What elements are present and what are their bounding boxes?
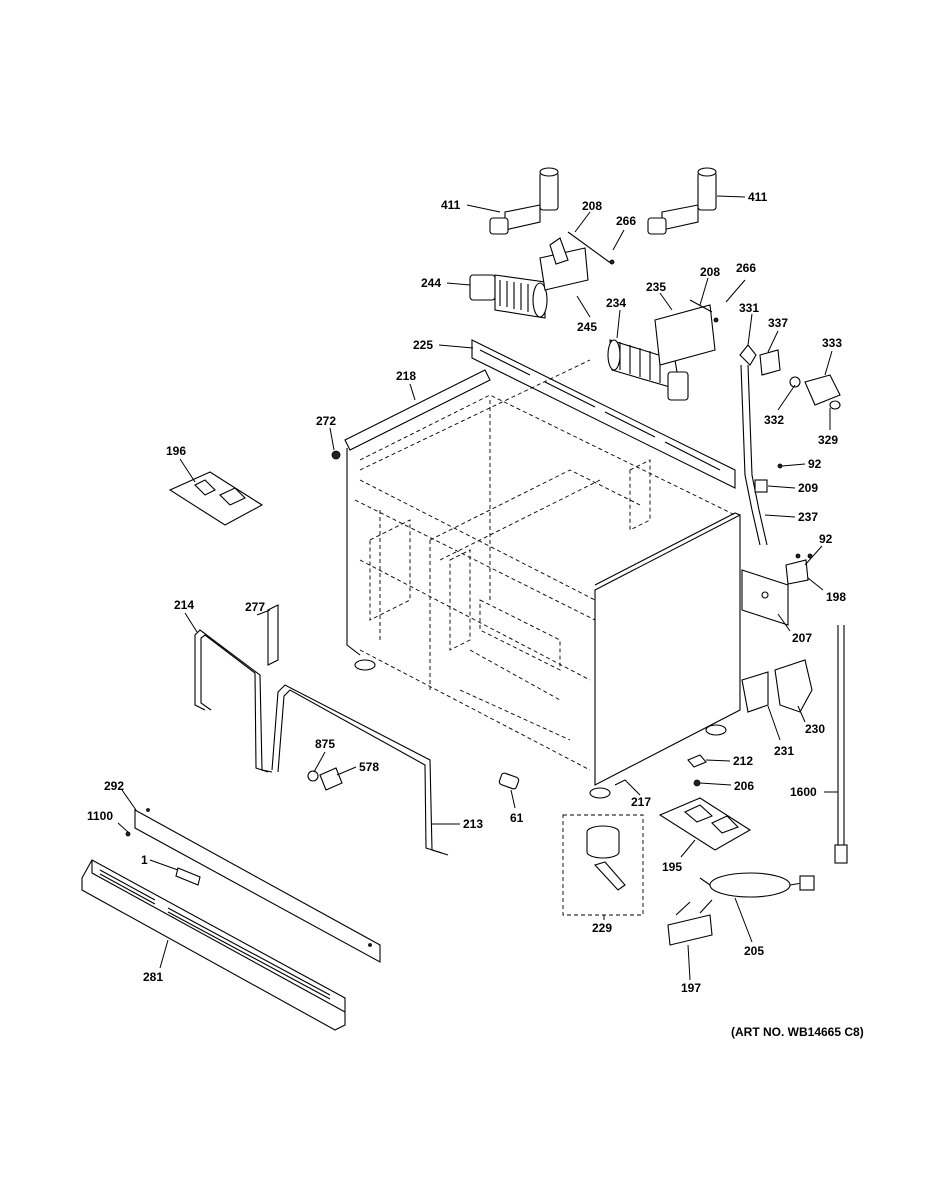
- label-230: 230: [805, 722, 825, 736]
- label-92: 92: [808, 457, 822, 471]
- label-875: 875: [315, 737, 335, 751]
- part-411-right-elbow: [647, 167, 717, 235]
- label-214: 214: [174, 598, 194, 612]
- label-411: 411: [441, 198, 461, 212]
- label-266: 266: [736, 261, 756, 275]
- label-578: 578: [359, 760, 379, 774]
- label-208: 208: [582, 199, 602, 213]
- part-411-left-elbow: [489, 167, 559, 235]
- label-281: 281: [143, 970, 163, 984]
- part-281-vent-trim: [81, 859, 346, 1031]
- label-1: 1: [141, 853, 148, 867]
- part-195-control-board: [658, 797, 752, 851]
- part-272-nut: [331, 450, 341, 460]
- part-225-vent-strip: [471, 339, 736, 489]
- label-231: 231: [774, 744, 794, 758]
- label-207: 207: [792, 631, 812, 645]
- label-229: 229: [592, 921, 612, 935]
- part-214-gasket: [194, 629, 273, 773]
- label-235: 235: [646, 280, 666, 294]
- label-218: 218: [396, 369, 416, 383]
- label-332: 332: [764, 413, 784, 427]
- label-197: 197: [681, 981, 701, 995]
- label-331: 331: [739, 301, 759, 315]
- label-208: 208: [700, 265, 720, 279]
- part-61-grommet: [498, 772, 520, 790]
- label-205: 205: [744, 944, 764, 958]
- part-209-clip: [754, 463, 783, 493]
- label-292: 292: [104, 779, 124, 793]
- label-198: 198: [826, 590, 846, 604]
- part-208-266-left: [567, 231, 615, 265]
- part-245-bracket-left: [539, 237, 589, 291]
- label-209: 209: [798, 481, 818, 495]
- label-272: 272: [316, 414, 336, 428]
- label-195: 195: [662, 860, 682, 874]
- part-205-power-cord: [699, 872, 815, 898]
- part-212-206: [687, 754, 707, 787]
- label-217: 217: [631, 795, 651, 809]
- part-235-bracket-right: [654, 299, 719, 366]
- label-333: 333: [822, 336, 842, 350]
- part-292-trim-bar: [134, 808, 381, 963]
- part-1-1100: [125, 831, 201, 886]
- part-331-337-333-valve-group: [739, 344, 841, 546]
- label-234: 234: [606, 296, 626, 310]
- label-329: 329: [818, 433, 838, 447]
- art-number: (ART NO. WB14665 C8): [731, 1025, 864, 1039]
- main-cabinet: [344, 359, 741, 799]
- label-196: 196: [166, 444, 186, 458]
- part-198-207: [741, 553, 813, 626]
- part-277-bracket: [267, 604, 279, 666]
- label-225: 225: [413, 338, 433, 352]
- label-212: 212: [733, 754, 753, 768]
- part-labels: 411 411 208 266 244 245 208 266 235 234 …: [87, 190, 846, 995]
- label-411: 411: [748, 190, 768, 204]
- label-266: 266: [616, 214, 636, 228]
- leader-lines: [117, 195, 838, 981]
- part-196-control-board: [168, 471, 264, 526]
- part-213-gasket: [271, 684, 449, 856]
- label-61: 61: [510, 811, 524, 825]
- part-229-kit: [562, 814, 644, 916]
- part-230-231-brackets: [741, 659, 813, 713]
- part-1600-rod: [834, 625, 848, 864]
- label-245: 245: [577, 320, 597, 334]
- part-244-blower-left: [469, 274, 548, 319]
- label-213: 213: [463, 817, 483, 831]
- part-234-blower-right: [607, 339, 689, 401]
- label-244: 244: [421, 276, 441, 290]
- label-1600: 1600: [790, 785, 817, 799]
- label-277: 277: [245, 600, 265, 614]
- label-337: 337: [768, 316, 788, 330]
- label-92: 92: [819, 532, 833, 546]
- part-875-578: [307, 767, 343, 791]
- label-206: 206: [734, 779, 754, 793]
- label-1100: 1100: [87, 809, 113, 823]
- part-197-bracket: [667, 899, 713, 946]
- label-237: 237: [798, 510, 818, 524]
